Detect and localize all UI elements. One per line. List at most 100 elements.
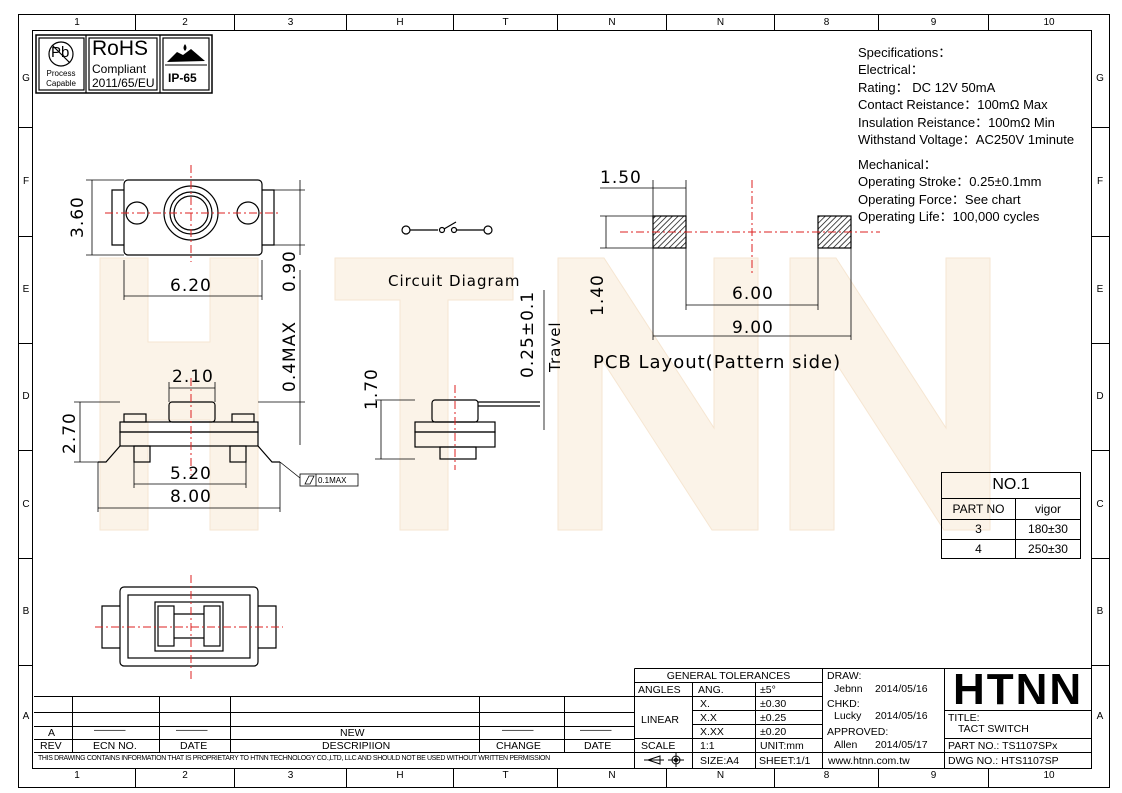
border-row-label: D <box>22 391 30 402</box>
force-table-row-vigor: 180±30 <box>1028 522 1068 536</box>
rev-row-new: NEW <box>340 727 365 739</box>
tb-scale: SCALE <box>641 740 676 752</box>
tb-angles: ANGLES <box>638 684 681 696</box>
pb-circle-icon <box>48 41 74 67</box>
tb-x2: X.X <box>700 712 717 724</box>
border-column-label: T <box>502 770 509 781</box>
tb-date2-header: DATE <box>584 740 612 752</box>
pb-process: Process <box>46 69 76 78</box>
tb-date-header: DATE <box>180 740 208 752</box>
tb-draw-date: 2014/05/16 <box>875 683 928 695</box>
spec-withstand: Withstand Voltage：AC250V 1minute <box>858 132 1075 147</box>
tb-appr-date: 2014/05/17 <box>875 739 928 751</box>
border-column-label: 3 <box>287 770 294 781</box>
tb-chkd: CHKD: <box>827 698 860 710</box>
force-table-row-part: 3 <box>975 522 982 536</box>
border-column-label: N <box>608 17 616 28</box>
rohs-directive: 2011/65/EU <box>92 76 155 90</box>
rev-row-dash: ――― <box>176 724 208 736</box>
spec-mechanical: Mechanical： <box>858 157 937 172</box>
tb-rev-header: REV <box>40 740 62 752</box>
tb-proprietary-notice: THIS DRAWING CONTAINS INFORMATION THAT I… <box>38 755 550 762</box>
spec-contact: Contact Reistance：100mΩ Max <box>858 97 1048 112</box>
tb-x2-tol: ±0.25 <box>760 712 787 724</box>
border-row-label: F <box>1096 176 1104 187</box>
tb-general-tolerances: GENERAL TOLERANCES <box>666 670 791 682</box>
tb-title-label: TITLE: <box>948 712 980 724</box>
border-column-label: 8 <box>823 770 830 781</box>
rev-row-dash: ――― <box>502 724 534 736</box>
spec-force: Operating Force：See chart <box>858 192 1021 207</box>
tb-scale-val: 1:1 <box>700 740 715 752</box>
spec-rating: Rating： DC 12V 50mA <box>858 80 996 95</box>
border-column-label: N <box>716 770 725 781</box>
border-column-label: 8 <box>823 17 830 28</box>
pb-capable: Capable <box>46 79 76 88</box>
border-row-label: F <box>22 176 30 187</box>
border-column-label: 3 <box>287 17 294 28</box>
tb-x3-tol: ±0.20 <box>760 726 787 738</box>
border-column-label: 9 <box>930 770 937 781</box>
force-table <box>941 472 1081 559</box>
border-column-label: 9 <box>930 17 937 28</box>
border-row-label: A <box>22 711 30 722</box>
tb-linear: LINEAR <box>641 714 679 726</box>
force-table-title: NO.1 <box>992 476 1030 493</box>
border-row-label: G <box>1096 73 1104 84</box>
dim-9-00: 9.00 <box>732 318 774 338</box>
dim-0-90: 0.90 <box>280 250 300 292</box>
tb-x3: X.XX <box>700 726 724 738</box>
tb-appr-name: Allen <box>834 739 858 751</box>
tb-change-header: CHANGE <box>496 740 541 752</box>
title-block-lines <box>34 668 1092 769</box>
tb-unit: UNIT:mm <box>760 740 804 752</box>
tb-part-no: PART NO.: TS1107SPx <box>948 740 1058 752</box>
tb-brand-logo: HTNN <box>953 665 1084 714</box>
dim-3-60: 3.60 <box>68 196 88 238</box>
dim-6-20: 6.20 <box>170 276 212 296</box>
border-row-label: C <box>1096 498 1104 510</box>
water-drop-icon <box>167 49 205 62</box>
tb-website: www.htnn.com.tw <box>828 755 910 767</box>
tb-approved: APPROVED: <box>827 726 889 738</box>
border-column-label: N <box>608 770 616 781</box>
ip-rating: IP-65 <box>168 71 197 85</box>
force-table-row-vigor: 250±30 <box>1028 542 1068 556</box>
dim-5-20: 5.20 <box>170 464 212 484</box>
pcb-layout-label: PCB Layout(Pattern side) <box>593 352 842 373</box>
border-column-label: 1 <box>74 17 80 28</box>
force-table-header-vigor: vigor <box>1034 502 1061 516</box>
border-column-label: 2 <box>182 17 188 28</box>
dim-1-40: 1.40 <box>588 274 608 316</box>
border-row-label: B <box>22 606 30 617</box>
border-row-label: E <box>22 284 30 295</box>
dim-travel-value: 0.25±0.1 <box>518 290 538 378</box>
border-column-label: H <box>396 17 404 28</box>
rohs-compliant: Compliant <box>92 62 147 76</box>
spec-electrical: Electrical： <box>858 62 924 77</box>
border-column-label: N <box>716 17 725 28</box>
circuit-symbol <box>401 221 493 235</box>
tb-ang-tol: ±5° <box>760 684 776 696</box>
border-column-label: 10 <box>1043 770 1055 781</box>
tb-sheet: SHEET:1/1 <box>759 755 811 767</box>
projection-symbol-icon <box>644 753 684 767</box>
travel-view <box>414 399 540 460</box>
tb-x1: X. <box>700 698 710 710</box>
force-table-row-part: 4 <box>975 542 982 556</box>
dim-6-00: 6.00 <box>732 284 774 304</box>
border-column-label: 10 <box>1043 17 1055 28</box>
dim-1-70: 1.70 <box>362 368 382 410</box>
front-view <box>111 179 275 256</box>
tb-desc-header: DESCRIPIION <box>322 740 391 752</box>
force-table-header-part: PART NO <box>952 502 1005 516</box>
border-column-label: H <box>396 770 404 781</box>
border-column-label: T <box>502 17 509 28</box>
border-column-label: 2 <box>182 770 188 781</box>
rev-row-dash: ――― <box>580 724 612 736</box>
side-view <box>98 401 280 463</box>
dim-2-10: 2.10 <box>172 367 214 387</box>
tb-draw: DRAW: <box>827 670 862 682</box>
tb-title-value: TACT SWITCH <box>958 723 1029 735</box>
dim-8-00: 8.00 <box>170 487 212 507</box>
